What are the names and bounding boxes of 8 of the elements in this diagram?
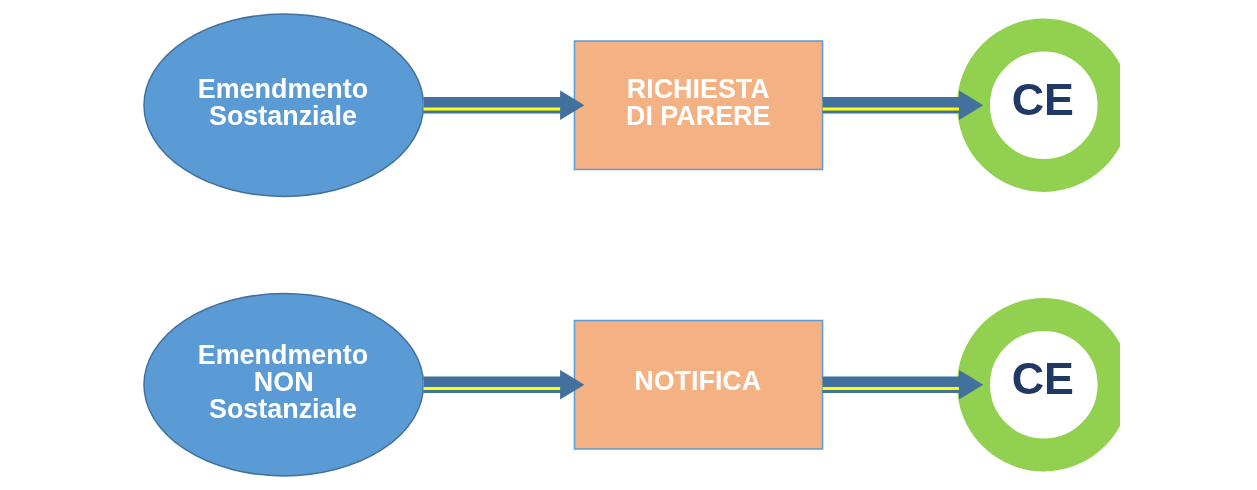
node-ellipse: Emendmento NON Sostanziale	[142, 292, 424, 477]
arrow	[423, 369, 584, 400]
arrow	[822, 369, 983, 400]
node-box: NOTIFICA	[573, 319, 823, 450]
node-ellipse: Emendmento Sostanziale	[142, 13, 424, 198]
node-box: RICHIESTA DI PARERE	[573, 40, 823, 171]
arrow	[423, 90, 584, 121]
arrow	[822, 90, 983, 121]
